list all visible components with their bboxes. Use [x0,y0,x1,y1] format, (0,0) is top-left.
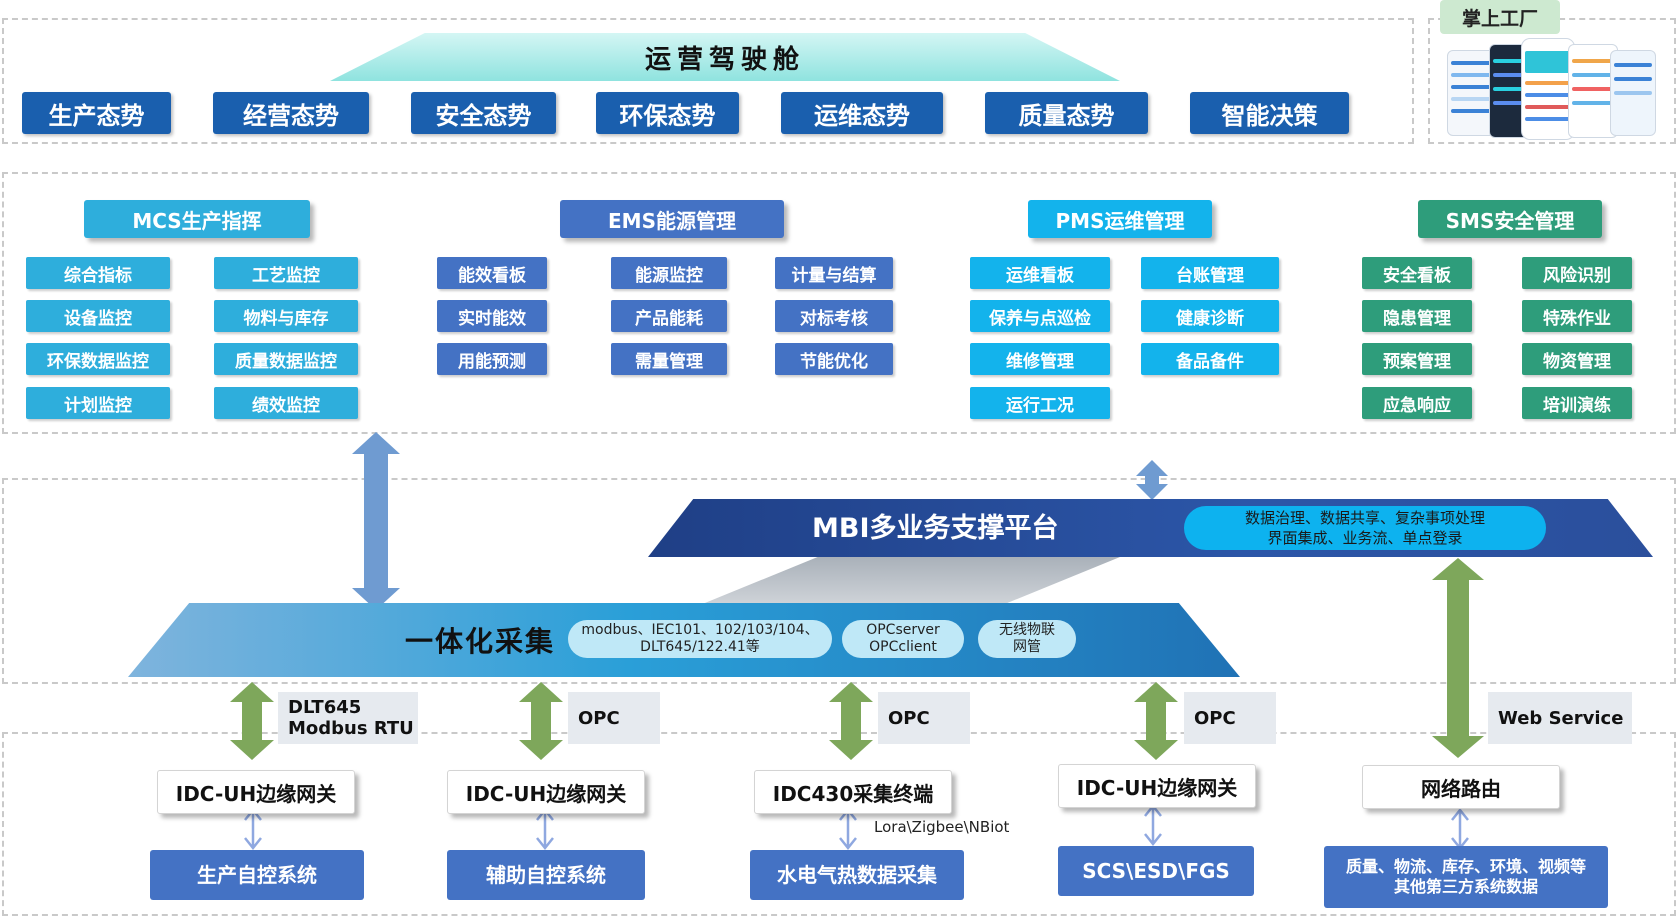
mbi-features-pill: 数据治理、数据共享、复杂事项处理 界面集成、业务流、单点登录 [1184,506,1546,550]
collection-gateway-arrows [230,682,1178,760]
pms-header[interactable]: PMS运维管理 [1028,200,1212,238]
protocol-pill-line: 网管 [1013,639,1041,655]
mcs-item[interactable]: 设备监控 [26,300,170,332]
ems-item[interactable]: 用能预测 [437,343,547,375]
protocol-label-opc: OPC [878,692,970,744]
ems-item[interactable]: 计量与结算 [775,257,893,289]
gateway-system-arrow [839,807,857,851]
gateway-idc-uh[interactable]: IDC-UH边缘网关 [1058,764,1256,808]
ems-item[interactable]: 节能优化 [775,343,893,375]
sms-item[interactable]: 隐患管理 [1362,300,1472,332]
protocol-label-dlt645: DLT645 Modbus RTU [278,692,418,744]
gateway-arrow [829,682,873,760]
cockpit-button-environment[interactable]: 环保态势 [596,92,739,134]
cockpit-button-quality[interactable]: 质量态势 [985,92,1148,134]
cockpit-button-decision[interactable]: 智能决策 [1190,92,1349,134]
pms-item[interactable]: 维修管理 [970,343,1110,375]
mobile-factory-label: 掌上工厂 [1440,0,1560,34]
mcs-item[interactable]: 工艺监控 [214,257,358,289]
ems-item[interactable]: 产品能耗 [611,300,727,332]
gateway-idc430[interactable]: IDC430采集终端 [754,770,952,814]
protocol-label-webservice: Web Service [1488,692,1632,744]
mcs-item[interactable]: 质量数据监控 [214,343,358,375]
ems-item[interactable]: 实时能效 [437,300,547,332]
gateway-system-arrow [1451,807,1469,851]
protocol-pill-line: OPCclient [869,639,937,655]
mcs-item[interactable]: 绩效监控 [214,387,358,419]
protocol-label-line: Modbus RTU [288,718,414,739]
platform-section [2,478,1676,684]
protocol-pill-line: modbus、IEC101、102/103/104、 [581,622,819,638]
protocol-label-line: DLT645 [288,697,362,718]
network-router[interactable]: 网络路由 [1362,765,1560,809]
ems-item[interactable]: 需量管理 [611,343,727,375]
gateway-system-arrow [244,807,262,851]
mbi-title: MBI多业务支撑平台 [812,513,1059,544]
gateway-idc-uh[interactable]: IDC-UH边缘网关 [447,770,645,814]
ems-item[interactable]: 能效看板 [437,257,547,289]
protocol-label-opc: OPC [1184,692,1276,744]
pms-item[interactable]: 备品备件 [1141,343,1279,375]
sms-item[interactable]: 应急响应 [1362,387,1472,419]
protocol-pill-opc: OPCserver OPCclient [842,620,964,658]
sms-item[interactable]: 安全看板 [1362,257,1472,289]
mcs-header[interactable]: MCS生产指挥 [84,200,310,238]
system-production-control[interactable]: 生产自控系统 [150,850,364,900]
cockpit-section [2,18,1414,144]
cockpit-button-safety[interactable]: 安全态势 [411,92,556,134]
modules-section [2,172,1676,434]
protocol-pill-line: OPCserver [866,622,940,638]
pms-item[interactable]: 台账管理 [1141,257,1279,289]
collection-title: 一体化采集 [405,625,556,658]
protocol-pill-modbus: modbus、IEC101、102/103/104、 DLT645/122.41… [568,620,832,658]
mbi-router-arrow [1432,558,1484,758]
wireless-protocols-label: Lora\Zigbee\NBiot [874,818,1010,836]
sms-item[interactable]: 特殊作业 [1522,300,1632,332]
modules-collection-arrow [352,432,400,610]
system-utility-data[interactable]: 水电气热数据采集 [750,850,964,900]
protocol-pill-wireless: 无线物联 网管 [978,620,1076,658]
pms-item[interactable]: 运维看板 [970,257,1110,289]
cockpit-button-maintenance[interactable]: 运维态势 [781,92,943,134]
mcs-item[interactable]: 综合指标 [26,257,170,289]
ems-item[interactable]: 对标考核 [775,300,893,332]
system-third-party-line: 质量、物流、库存、环境、视频等 [1345,857,1586,876]
gateway-system-arrow [1144,803,1162,847]
gateway-arrow [1134,682,1178,760]
pms-item[interactable]: 健康诊断 [1141,300,1279,332]
mcs-item[interactable]: 计划监控 [26,387,170,419]
modules-mbi-arrow [1136,460,1168,500]
system-auxiliary-control[interactable]: 辅助自控系统 [447,850,645,900]
system-scs-esd-fgs[interactable]: SCS\ESD\FGS [1058,846,1254,896]
protocol-pill-line: 无线物联 [999,622,1055,638]
ems-item[interactable]: 能源监控 [611,257,727,289]
system-third-party-line: 其他第三方系统数据 [1393,877,1538,896]
gateway-arrow [230,682,274,760]
system-third-party[interactable]: 质量、物流、库存、环境、视频等 其他第三方系统数据 [1324,846,1608,908]
gateway-arrow [519,682,563,760]
sms-item[interactable]: 培训演练 [1522,387,1632,419]
mcs-item[interactable]: 环保数据监控 [26,343,170,375]
cockpit-button-production[interactable]: 生产态势 [22,92,171,134]
ems-header[interactable]: EMS能源管理 [560,200,784,238]
cockpit-title: 运营驾驶舱 [330,33,1120,81]
protocol-label-opc: OPC [568,692,660,744]
sms-item[interactable]: 预案管理 [1362,343,1472,375]
gateway-system-arrow [536,807,554,851]
mcs-item[interactable]: 物料与库存 [214,300,358,332]
cockpit-button-operation[interactable]: 经营态势 [213,92,369,134]
devices-section [2,732,1676,916]
pms-item[interactable]: 保养与点巡检 [970,300,1110,332]
mbi-features-line: 数据治理、数据共享、复杂事项处理 [1244,509,1485,527]
mbi-features-line: 界面集成、业务流、单点登录 [1267,529,1463,547]
sms-header[interactable]: SMS安全管理 [1418,200,1602,238]
pms-item[interactable]: 运行工况 [970,387,1110,419]
sms-item[interactable]: 风险识别 [1522,257,1632,289]
gateway-idc-uh[interactable]: IDC-UH边缘网关 [157,770,355,814]
protocol-pill-line: DLT645/122.41等 [640,639,760,655]
sms-item[interactable]: 物资管理 [1522,343,1632,375]
